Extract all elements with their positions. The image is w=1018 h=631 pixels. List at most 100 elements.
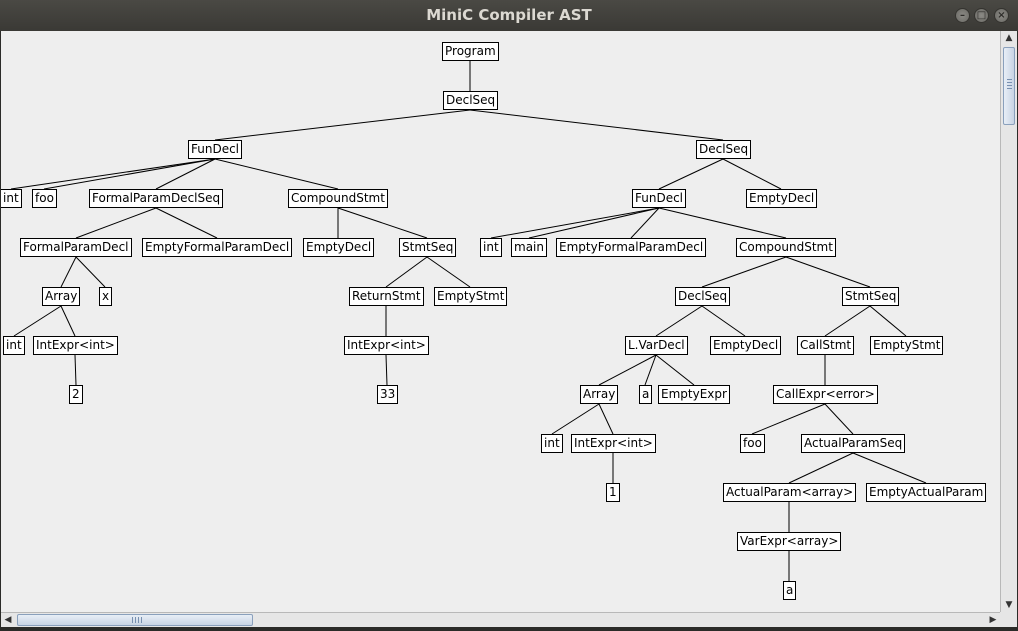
ast-node-stmtseq[interactable]: StmtSeq (399, 238, 457, 257)
tree-edge (385, 354, 388, 386)
tree-edge (74, 354, 77, 386)
ast-node-actualparamseq[interactable]: ActualParamSeq (801, 434, 906, 453)
ast-node-declseq[interactable]: DeclSeq (696, 140, 752, 159)
close-button[interactable]: × (994, 8, 1009, 23)
window-title: MiniC Compiler AST (426, 6, 592, 24)
vertical-scroll-thumb[interactable] (1003, 47, 1015, 125)
scroll-up-icon[interactable]: ▲ (1005, 33, 1013, 43)
ast-node-int[interactable]: int (480, 238, 502, 257)
tree-edge (60, 305, 76, 337)
tree-edge (788, 452, 854, 484)
tree-edge (751, 403, 826, 435)
tree-edge (10, 158, 216, 190)
scroll-left-icon[interactable]: ◀ (4, 615, 12, 625)
ast-node-x[interactable]: x (99, 287, 113, 306)
tree-edges (10, 61, 927, 581)
ast-node-stmtseq[interactable]: StmtSeq (842, 287, 900, 306)
ast-node-actualparam-array[interactable]: ActualParam<array> (723, 483, 857, 502)
tree-edge (701, 305, 746, 337)
ast-node-2[interactable]: 2 (69, 385, 83, 404)
ast-node-a[interactable]: a (783, 581, 797, 600)
tree-edge (869, 305, 907, 337)
grip-icon (132, 617, 144, 623)
tree-edge (722, 158, 782, 190)
ast-node-emptyformalparamdecl[interactable]: EmptyFormalParamDecl (556, 238, 707, 257)
tree-edge (337, 207, 428, 239)
ast-node-fundecl[interactable]: FunDecl (188, 140, 243, 159)
ast-node-foo[interactable]: foo (740, 434, 765, 453)
tree-edge (155, 158, 216, 190)
horizontal-scrollbar[interactable]: ◀ ▶ (1, 612, 1000, 627)
minimize-button[interactable]: – (955, 8, 970, 23)
tree-edge (490, 207, 660, 239)
ast-node-compoundstmt[interactable]: CompoundStmt (288, 189, 388, 208)
tree-edge (658, 207, 787, 239)
ast-node-formalparamdecl[interactable]: FormalParamDecl (20, 238, 132, 257)
ast-node-1[interactable]: 1 (606, 483, 620, 502)
tree-edge (528, 207, 660, 239)
ast-node-emptydecl[interactable]: EmptyDecl (303, 238, 375, 257)
ast-node-emptyexpr[interactable]: EmptyExpr (658, 385, 730, 404)
ast-node-array[interactable]: Array (580, 385, 619, 404)
ast-node-emptyactualparam[interactable]: EmptyActualParam (866, 483, 987, 502)
ast-node-intexpr-int[interactable]: IntExpr<int> (571, 434, 656, 453)
ast-node-intexpr-int[interactable]: IntExpr<int> (33, 336, 118, 355)
tree-edge (824, 305, 871, 337)
tree-edge (155, 207, 218, 239)
ast-node-emptyformalparamdecl[interactable]: EmptyFormalParamDecl (142, 238, 293, 257)
tree-edge (426, 256, 471, 288)
ast-node-a[interactable]: a (639, 385, 653, 404)
ast-node-emptydecl[interactable]: EmptyDecl (710, 336, 782, 355)
tree-edge (655, 354, 695, 386)
ast-node-declseq[interactable]: DeclSeq (675, 287, 731, 306)
tree-edge (551, 403, 600, 435)
ast-node-int[interactable]: int (541, 434, 563, 453)
horizontal-scroll-thumb[interactable] (17, 614, 253, 626)
tree-edge (785, 256, 871, 288)
ast-node-emptystmt[interactable]: EmptyStmt (870, 336, 944, 355)
grip-icon (1007, 79, 1012, 91)
ast-node-program[interactable]: Program (442, 42, 499, 61)
tree-edge (60, 256, 77, 288)
scroll-right-icon[interactable]: ▶ (989, 615, 997, 625)
ast-node-emptydecl[interactable]: EmptyDecl (746, 189, 818, 208)
scroll-down-icon[interactable]: ▼ (1005, 600, 1013, 610)
ast-node-array[interactable]: Array (42, 287, 81, 306)
ast-node-callexpr-error[interactable]: CallExpr<error> (773, 385, 878, 404)
ast-node-callstmt[interactable]: CallStmt (797, 336, 855, 355)
ast-node-l-vardecl[interactable]: L.VarDecl (625, 336, 688, 355)
tree-edge (75, 207, 157, 239)
ast-node-declseq[interactable]: DeclSeq (443, 91, 499, 110)
ast-node-compoundstmt[interactable]: CompoundStmt (736, 238, 836, 257)
tree-edge (852, 452, 927, 484)
ast-node-returnstmt[interactable]: ReturnStmt (349, 287, 424, 306)
tree-edge (385, 256, 428, 288)
tree-edge (13, 305, 62, 337)
tree-edge (644, 354, 657, 386)
tree-edge (598, 354, 657, 386)
tree-edge (214, 158, 339, 190)
tree-edge (701, 256, 787, 288)
tree-edge (43, 158, 216, 190)
maximize-button[interactable]: □ (974, 8, 989, 23)
ast-node-foo[interactable]: foo (32, 189, 57, 208)
ast-node-intexpr-int[interactable]: IntExpr<int> (344, 336, 429, 355)
vertical-scrollbar[interactable]: ▲ ▼ (1000, 31, 1017, 612)
ast-node-formalparamdeclseq[interactable]: FormalParamDeclSeq (89, 189, 224, 208)
tree-edge (630, 207, 660, 239)
scrollbar-corner (1000, 612, 1017, 627)
ast-node-varexpr-array[interactable]: VarExpr<array> (737, 532, 842, 551)
window-bottom-edge (0, 627, 1018, 631)
ast-node-33[interactable]: 33 (377, 385, 399, 404)
ast-node-int[interactable]: int (3, 336, 25, 355)
tree-edge (655, 305, 703, 337)
ast-node-main[interactable]: main (511, 238, 547, 257)
tree-edge (824, 403, 854, 435)
ast-node-emptystmt[interactable]: EmptyStmt (434, 287, 508, 306)
title-bar[interactable]: MiniC Compiler AST – □ × (0, 0, 1018, 31)
ast-node-int[interactable]: int (1, 189, 22, 208)
tree-edge (75, 256, 106, 288)
tree-edge (214, 109, 471, 141)
ast-node-fundecl[interactable]: FunDecl (632, 189, 687, 208)
